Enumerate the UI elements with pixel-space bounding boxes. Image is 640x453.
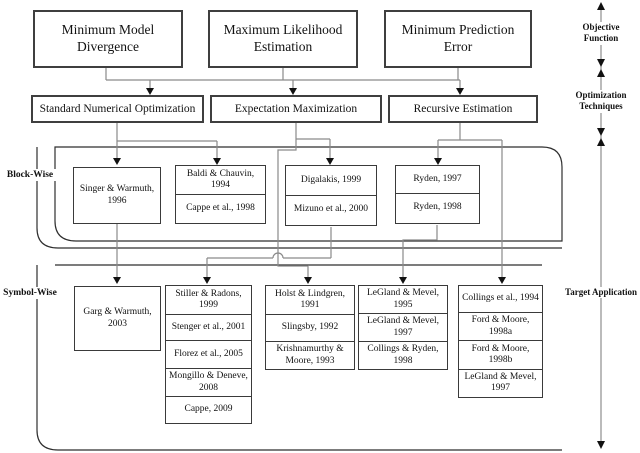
citation-cell: Ryden, 1997: [395, 165, 480, 194]
citation-garg-warmuth-2003: Garg & Warmuth, 2003: [74, 286, 161, 351]
citation-cell: Baldi & Chauvin, 1994: [175, 165, 266, 195]
citation-cell: Stenger et al., 2001: [165, 313, 252, 342]
citation-cell: Slingsby, 1992: [265, 313, 355, 343]
citation-cell: Ford & Moore, 1998a: [458, 311, 543, 342]
citation-cell: Florez et al., 2005: [165, 340, 252, 369]
citation-cell: Digalakis, 1999: [285, 165, 377, 196]
symbolwise-label: Symbol-Wise: [1, 287, 59, 300]
citation-stack-legland: LeGland & Mevel, 1995 LeGland & Mevel, 1…: [358, 285, 448, 370]
node-standard-numerical-optimization: Standard Numerical Optimization: [31, 95, 204, 123]
citation-cell: Ford & Moore, 1998b: [458, 340, 543, 370]
node-recursive-estimation: Recursive Estimation: [388, 95, 538, 123]
node-minimum-model-divergence: Minimum Model Divergence: [33, 10, 183, 68]
node-maximum-likelihood-estimation: Maximum Likelihood Estimation: [208, 10, 358, 68]
node-minimum-prediction-error: Minimum Prediction Error: [384, 10, 532, 68]
citation-cell: Stiller & Radons, 1999: [165, 285, 252, 315]
citation-stack-stiller: Stiller & Radons, 1999 Stenger et al., 2…: [165, 285, 252, 424]
citation-stack-holst: Holst & Lindgren, 1991 Slingsby, 1992 Kr…: [265, 285, 355, 370]
citation-cell: Mizuno et al., 2000: [285, 194, 377, 226]
citation-cell: LeGland & Mevel, 1997: [458, 368, 543, 398]
symbolwise-container-outline: [36, 264, 562, 451]
citation-singer-warmuth-1996: Singer & Warmuth, 1996: [73, 167, 161, 224]
citation-cell: Cappe et al., 1998: [175, 193, 266, 224]
side-label-target-application: Target Application: [562, 287, 640, 299]
citation-cell: LeGland & Mevel, 1995: [358, 285, 448, 314]
blockwise-label: Block-Wise: [4, 169, 56, 182]
citation-cell: Mongillo & Deneve, 2008: [165, 367, 252, 398]
node-expectation-maximization: Expectation Maximization: [210, 95, 382, 123]
citation-cell: Ryden, 1998: [395, 192, 480, 224]
citation-stack-digalakis: Digalakis, 1999 Mizuno et al., 2000: [285, 165, 377, 226]
citation-stack-collings: Collings et al., 1994 Ford & Moore, 1998…: [458, 285, 543, 398]
citation-cell: Collings et al., 1994: [458, 285, 543, 313]
citation-cell: Cappe, 2009: [165, 396, 252, 424]
citation-cell: LeGland & Mevel, 1997: [358, 312, 448, 343]
citation-cell: Krishnamurthy & Moore, 1993: [265, 341, 355, 370]
citation-cell: Collings & Ryden, 1998: [358, 341, 448, 370]
citation-cell: Holst & Lindgren, 1991: [265, 285, 355, 315]
side-rail: [597, 2, 605, 449]
citation-stack-baldi: Baldi & Chauvin, 1994 Cappe et al., 1998: [175, 165, 266, 224]
side-label-optimization-techniques: Optimization Techniques: [570, 90, 632, 113]
side-label-objective-function: Objective Function: [573, 22, 629, 45]
citation-stack-ryden: Ryden, 1997 Ryden, 1998: [395, 165, 480, 224]
